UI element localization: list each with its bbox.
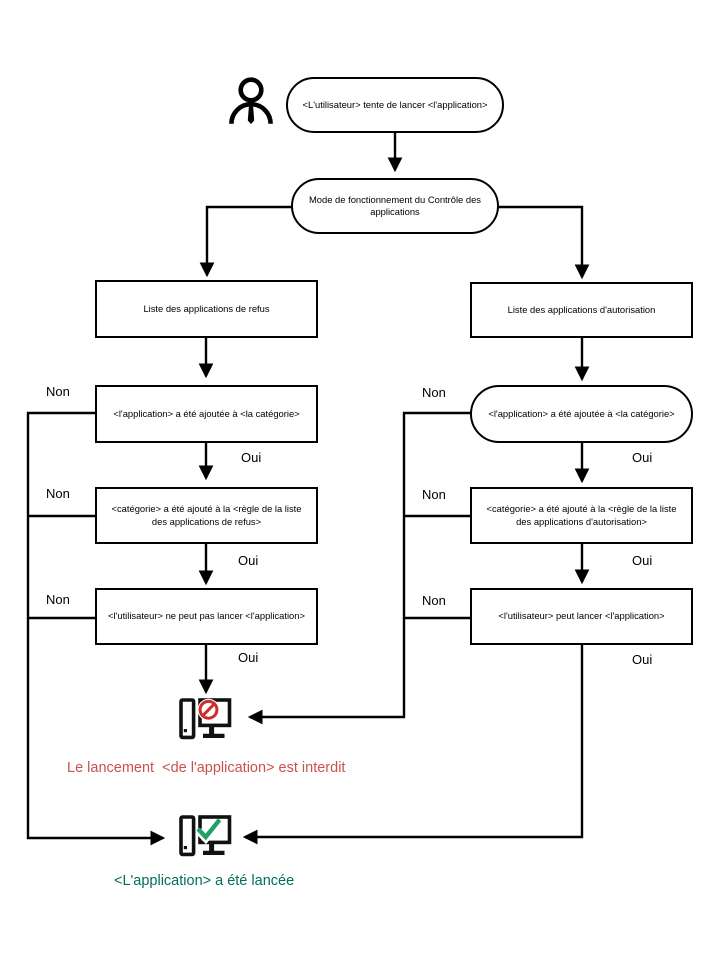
node-start: <L'utilisateur> tente de lancer <l'appli… [286,77,504,133]
yes-label-deny-rule: Oui [238,553,259,568]
yes-label-allow-rule: Oui [632,553,653,568]
no-label-allow-user: Non [422,593,446,608]
no-label-allow-rule: Non [422,487,446,502]
node-deny-user-label: <l'utilisateur> ne peut pas lancer <l'ap… [108,610,305,622]
node-allow-category-label: <l'application> a été ajoutée à <la caté… [488,407,675,419]
no-label-deny-category: Non [46,384,70,399]
node-allow-user-result: <l'utilisateur> peut lancer <l'applicati… [470,588,693,645]
blocked-outcome-text: Le lancement <de l'application> est inte… [67,760,346,776]
node-allow-list-label: Liste des applications d'autorisation [507,303,656,315]
yes-label-deny-category: Oui [241,450,262,465]
node-deny-rule-label: <catégorie> a été ajouté à la <règle de … [111,503,302,527]
launched-outcome-text: <L'application> a été lancée [114,873,295,889]
yes-label-allow-category: Oui [632,450,653,465]
no-label-deny-user: Non [46,592,70,607]
node-mode: Mode de fonctionnement du Contrôle des a… [291,178,499,234]
node-start-label: <L'utilisateur> tente de lancer <l'appli… [302,98,488,110]
no-label-allow-category: Non [422,385,446,400]
yes-label-deny-user: Oui [238,650,259,665]
node-allow-rule-question: <catégorie> a été ajouté à la <règle de … [470,487,693,544]
yes-label-allow-user: Oui [632,652,653,667]
blocked-computer-icon [179,698,232,740]
node-deny-category-question: <l'application> a été ajoutée à <la caté… [95,385,318,443]
node-mode-label: Mode de fonctionnement du Contrôle des a… [309,193,481,217]
node-allow-category-question: <l'application> a été ajoutée à <la caté… [470,385,693,443]
node-allow-user-label: <l'utilisateur> peut lancer <l'applicati… [498,610,665,622]
launched-computer-icon [179,815,232,857]
node-deny-user-result: <l'utilisateur> ne peut pas lancer <l'ap… [95,588,318,645]
node-allow-list: Liste des applications d'autorisation [470,282,693,338]
user-icon [229,77,273,124]
node-deny-rule-question: <catégorie> a été ajouté à la <règle de … [95,487,318,544]
prohibit-sign-icon [198,699,219,720]
node-allow-rule-label: <catégorie> a été ajouté à la <règle de … [486,503,677,527]
no-label-deny-rule: Non [46,486,70,501]
node-deny-list-label: Liste des applications de refus [143,302,270,314]
node-deny-list: Liste des applications de refus [95,280,318,338]
node-deny-category-label: <l'application> a été ajoutée à <la caté… [113,407,300,419]
check-mark-icon [196,818,222,841]
